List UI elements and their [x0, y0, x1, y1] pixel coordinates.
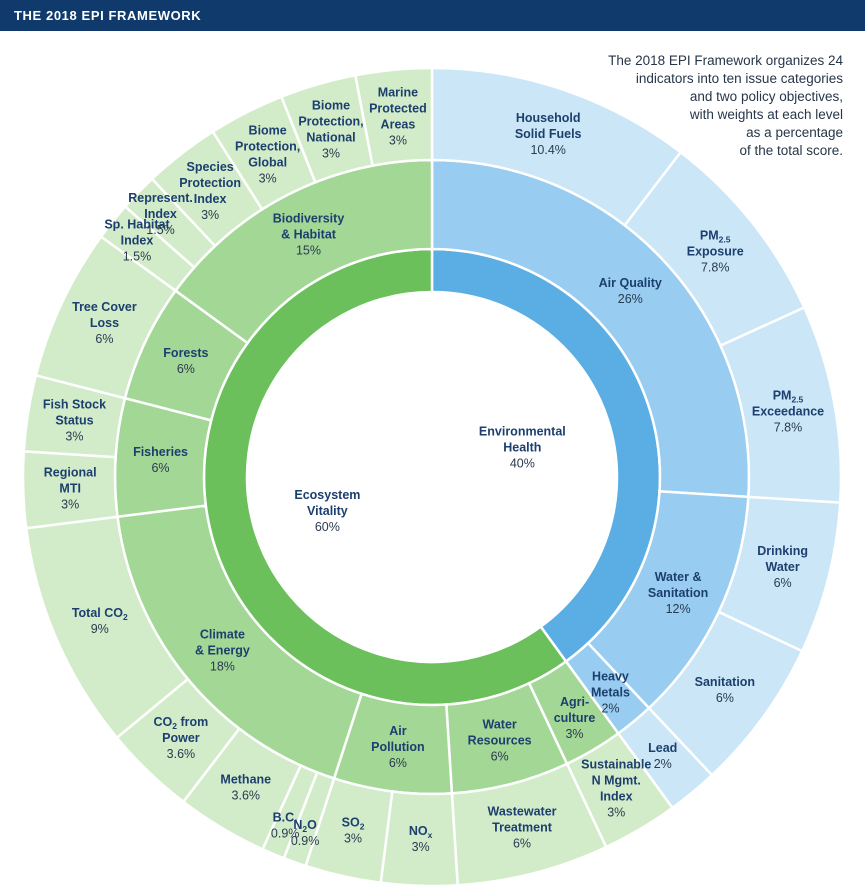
description-line: of the total score. [739, 143, 843, 158]
indicator-arc-marine-protected-areas [353, 66, 434, 168]
description-line: as a percentage [746, 125, 843, 140]
indicator-b-c-label: B.C.0.9% [271, 810, 300, 840]
page-title: THE 2018 EPI FRAMEWORK [14, 8, 202, 23]
description-line: The 2018 EPI Framework organizes 24 [608, 53, 843, 68]
header-bar: THE 2018 EPI FRAMEWORK [0, 0, 865, 31]
description-line: and two policy objectives, [689, 89, 843, 104]
indicator-arc-nox [379, 790, 460, 888]
description-line: indicators into ten issue categories [635, 71, 843, 86]
framework-description: The 2018 EPI Framework organizes 24 indi… [543, 52, 843, 160]
description-line: with weights at each level [689, 107, 843, 122]
